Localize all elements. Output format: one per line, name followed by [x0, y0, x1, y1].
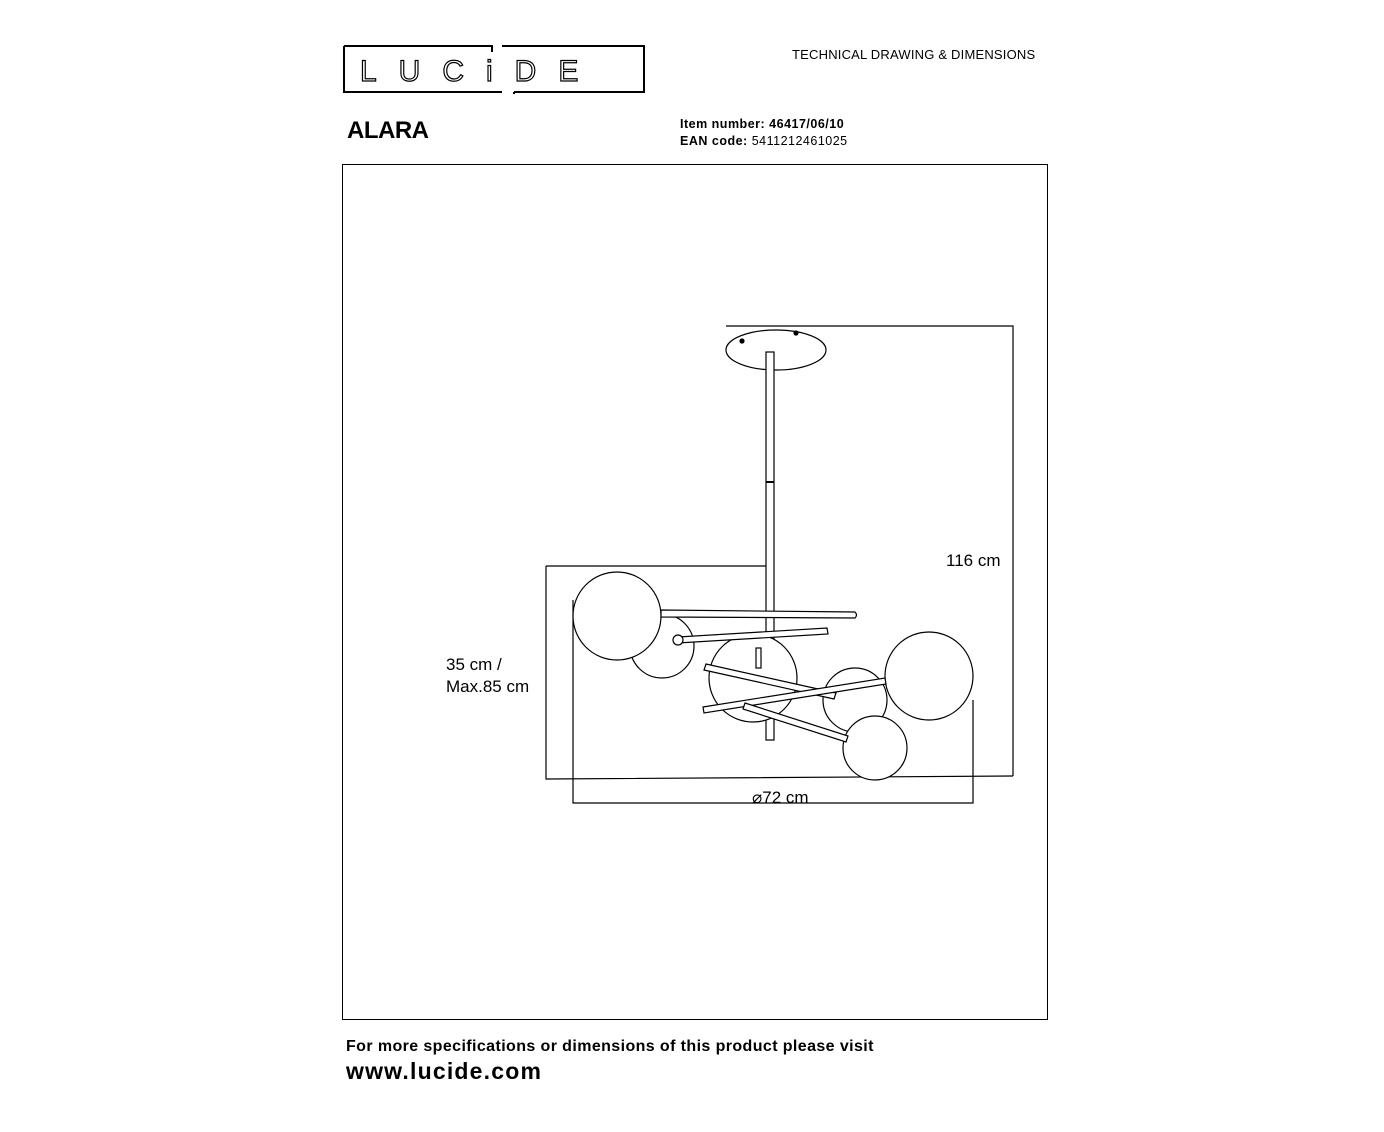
item-number-label: Item number: [680, 117, 766, 131]
suspension-rod [765, 351, 775, 741]
diameter-label: ⌀72 cm [752, 788, 809, 807]
product-name: ALARA [347, 117, 429, 144]
drawing-frame [342, 164, 1048, 1020]
dimension-lines [545, 325, 1014, 804]
ean-row: EAN code: 5411212461025 [680, 134, 848, 148]
item-number: 46417/06/10 [769, 117, 845, 131]
height-body-label: 35 cm / [446, 655, 502, 674]
document-type: TECHNICAL DRAWING & DIMENSIONS [792, 47, 1036, 62]
item-number-row: Item number: 46417/06/10 [680, 117, 844, 131]
website-link[interactable]: www.lucide.com [346, 1058, 543, 1084]
ean-label: EAN code: [680, 134, 748, 148]
lucide-logo: LUCiDE [343, 45, 645, 94]
glass-globes [572, 571, 974, 781]
svg-text:LUCiDE: LUCiDE [360, 55, 600, 88]
ceiling-canopy [725, 329, 827, 371]
height-max-label: Max.85 cm [446, 677, 529, 696]
height-total-label: 116 cm [946, 551, 1001, 570]
footer-text: For more specifications or dimensions of… [346, 1038, 874, 1055]
lamp-arms [660, 609, 887, 743]
ean-code: 5411212461025 [751, 134, 848, 148]
